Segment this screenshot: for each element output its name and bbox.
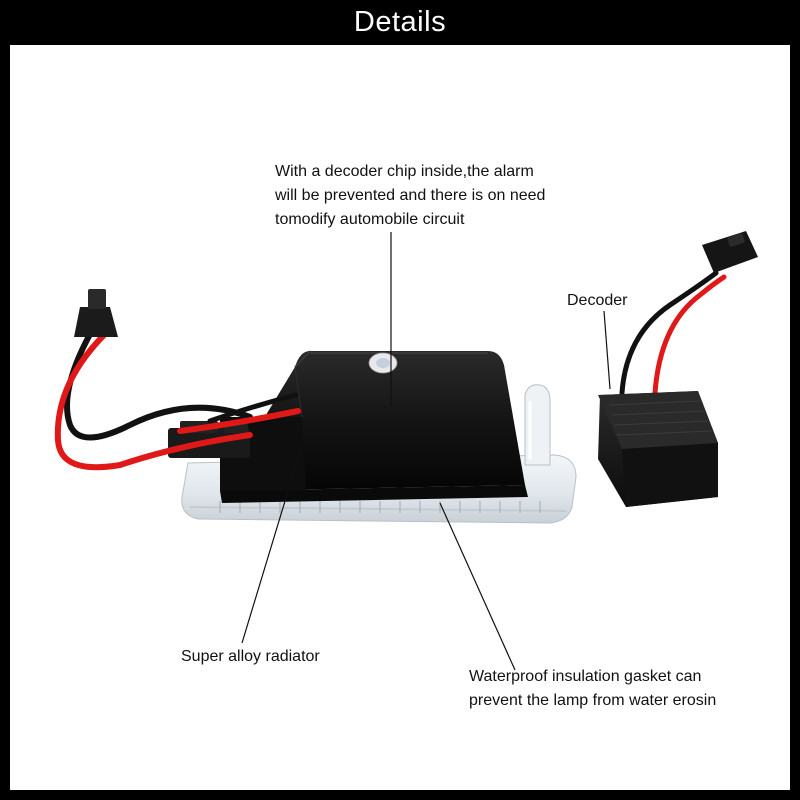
callout-decoder-chip-line-2: will be prevented and there is on need — [275, 187, 546, 204]
callout-decoder-label: Decoder — [567, 292, 628, 309]
holographic-sticker — [368, 352, 398, 374]
callout-leader-lines — [241, 232, 611, 671]
decoder-wires — [619, 270, 727, 396]
header-bar: Details — [0, 0, 800, 44]
callout-gasket: Waterproof insulation gasket can prevent… — [469, 665, 716, 713]
callout-radiator-label: Super alloy radiator — [181, 648, 320, 665]
lens-mount-tab — [524, 384, 551, 466]
decoder-box — [598, 391, 718, 507]
callout-radiator: Super alloy radiator — [181, 645, 320, 669]
product-photo-illustration — [54, 231, 758, 671]
page-title: Details — [353, 5, 447, 38]
callout-decoder-chip-line-3: tomodify automobile circuit — [275, 211, 465, 228]
callout-gasket-line-2: prevent the lamp from water erosin — [469, 692, 717, 709]
product-panel: With a decoder chip inside,the alarm wil… — [10, 45, 790, 790]
leader-radiator — [241, 444, 303, 644]
decoder-plug — [702, 231, 758, 273]
left-plug — [74, 289, 118, 337]
leader-decoder — [603, 310, 611, 390]
left-wires — [54, 324, 301, 471]
callout-decoder-chip-line-1: With a decoder chip inside,the alarm — [275, 163, 534, 180]
black-housing — [220, 350, 528, 503]
callout-decoder-chip: With a decoder chip inside,the alarm wil… — [275, 160, 545, 232]
leader-gasket — [439, 502, 516, 671]
callout-decoder: Decoder — [567, 289, 627, 313]
callout-gasket-line-1: Waterproof insulation gasket can — [469, 668, 702, 685]
